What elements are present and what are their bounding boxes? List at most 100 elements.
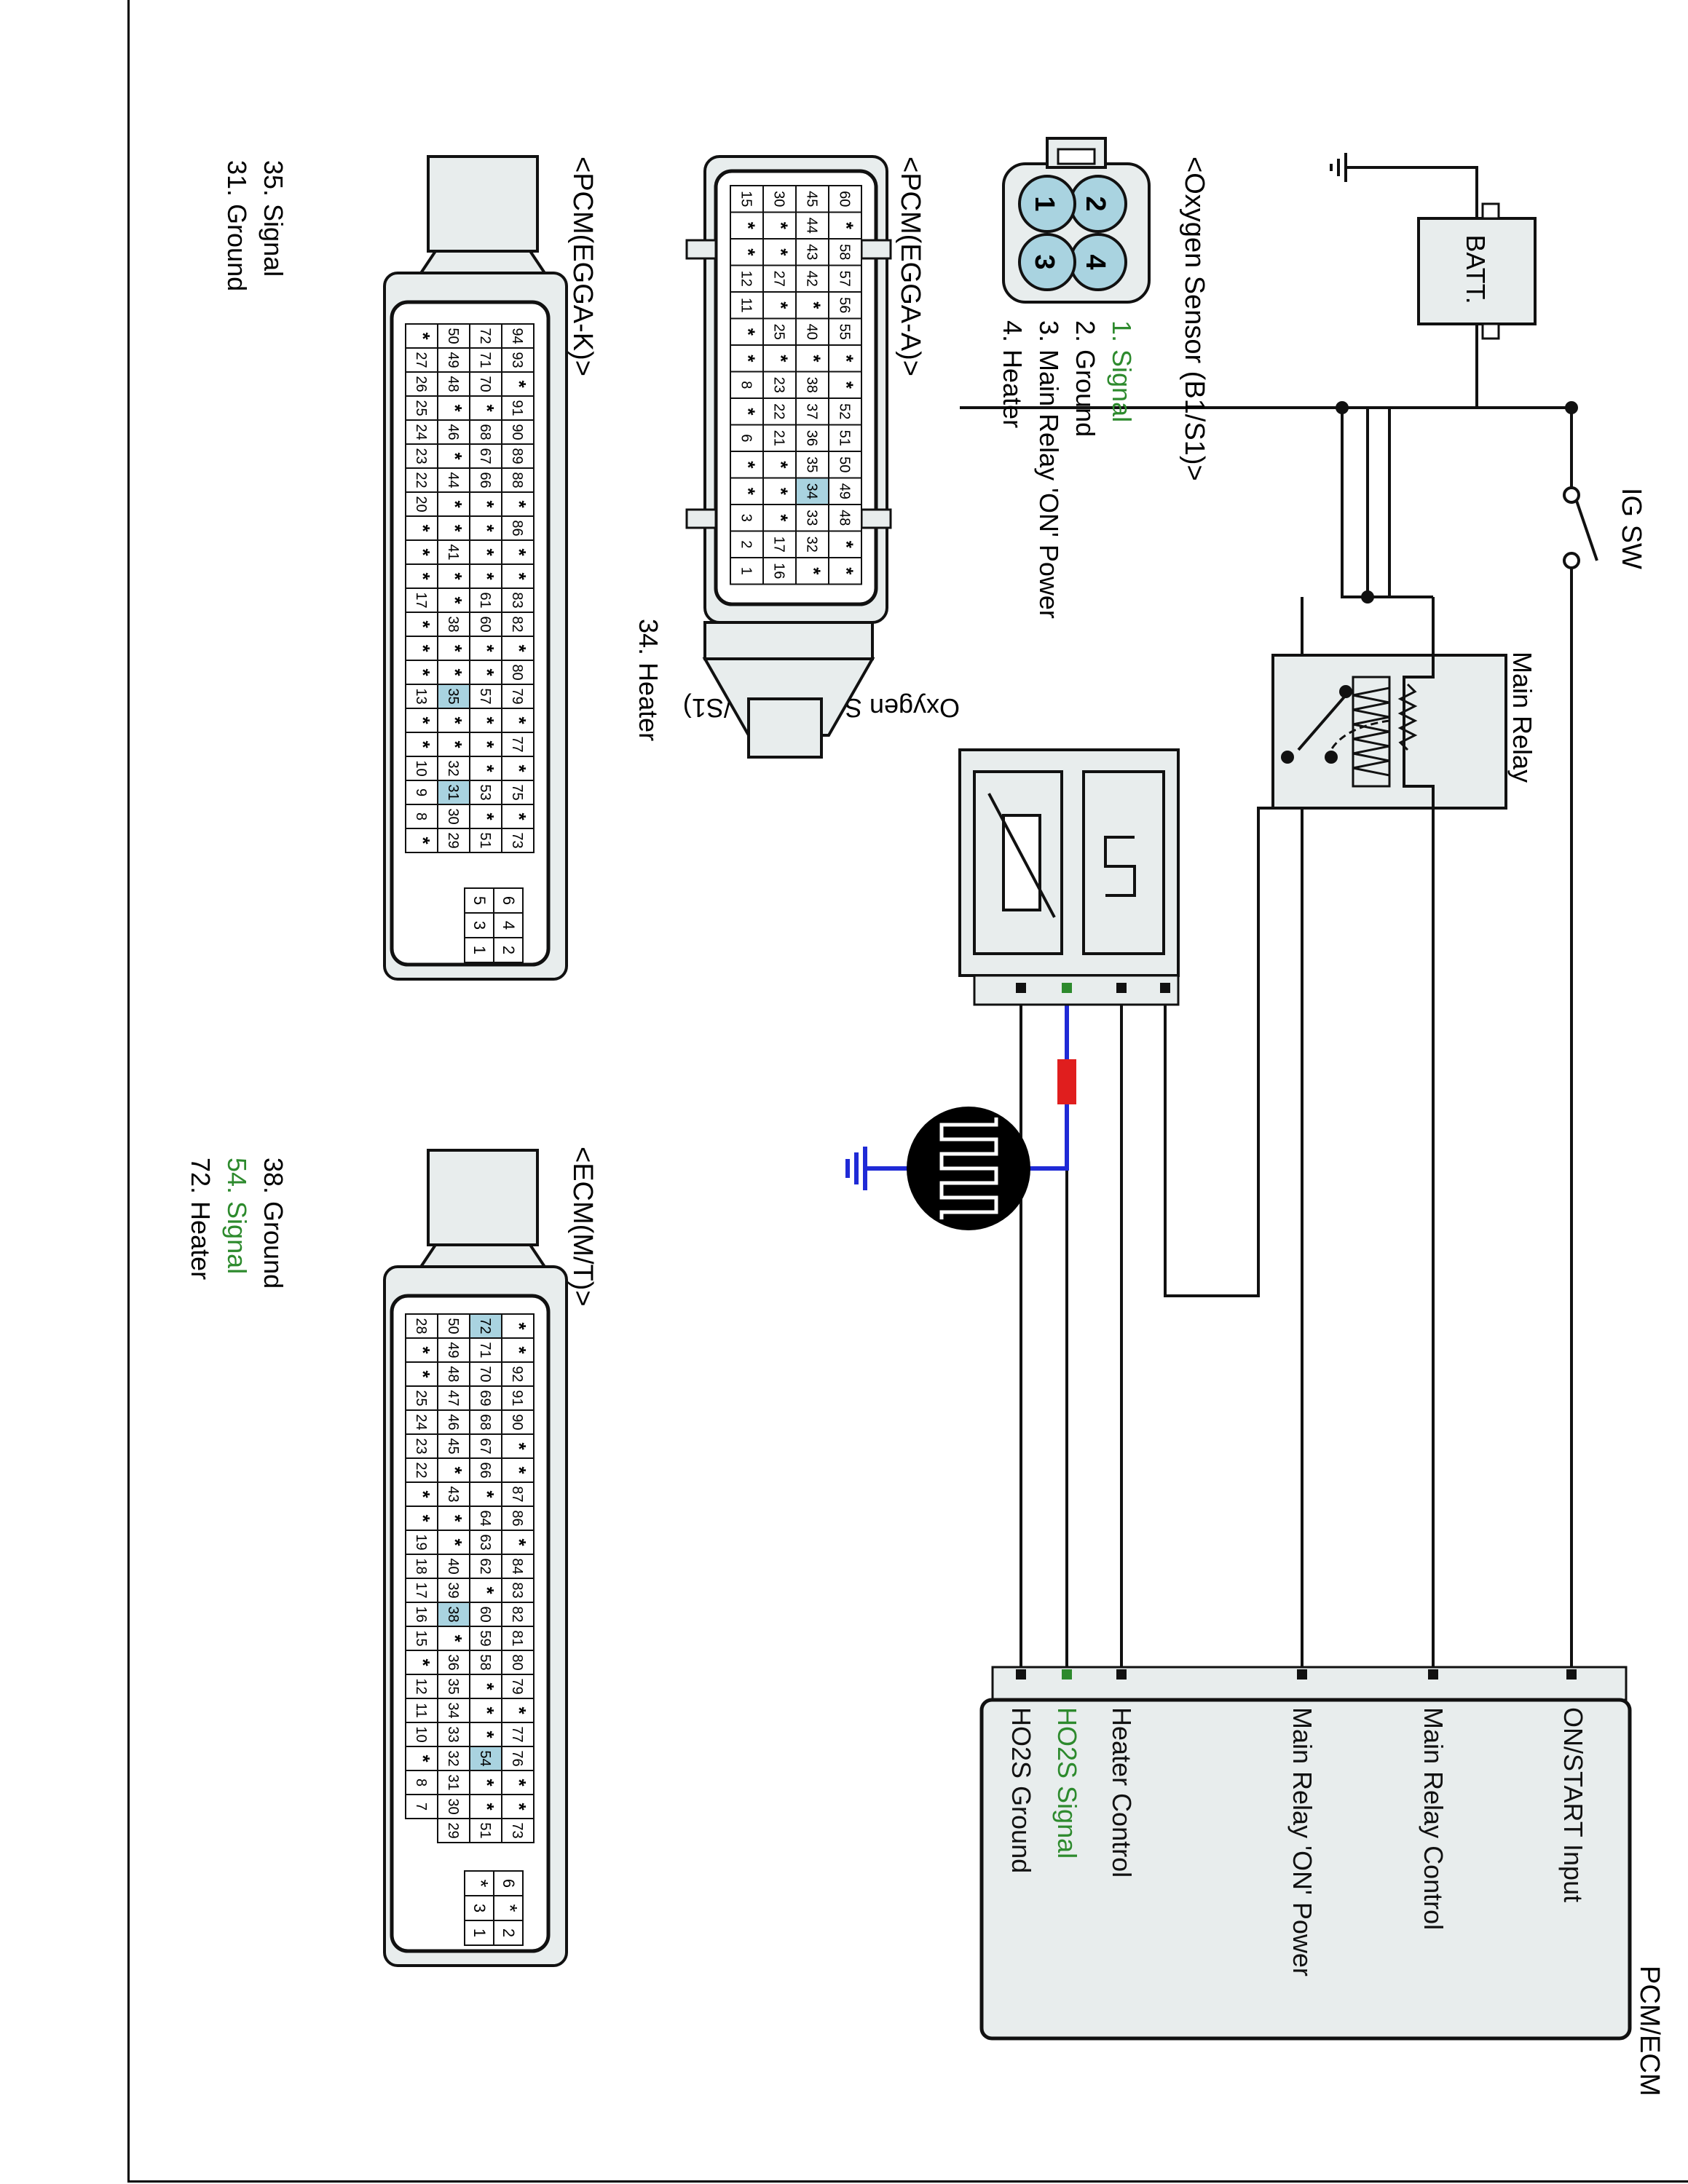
pin-label: * <box>508 716 530 724</box>
pin-label: 63 <box>477 1534 493 1550</box>
pcm-a-legend: 34. Heater <box>634 619 663 741</box>
pin-label: 2 <box>500 1928 518 1937</box>
pin-label: 71 <box>477 352 493 368</box>
pin-label: 67 <box>477 448 493 464</box>
pin-label: 12 <box>413 1678 429 1694</box>
pin-label: * <box>738 248 760 256</box>
pin-label: * <box>508 812 530 820</box>
pin-label: 83 <box>509 592 525 608</box>
pin-label: 91 <box>509 400 525 416</box>
pin-label: 22 <box>771 403 787 419</box>
pin-label: * <box>444 1514 466 1522</box>
pin-label: 24 <box>413 1414 429 1430</box>
pin-label: * <box>508 1779 530 1787</box>
pin-label: * <box>738 328 760 336</box>
pin-label: 26 <box>413 376 429 392</box>
pin-label: 68 <box>477 424 493 440</box>
pcm-k-legend-2: 31. Ground <box>222 160 252 291</box>
junction-dots <box>1336 401 1578 604</box>
pcm-ecm-box: PCM/ECM ON/START Input Main Relay Contro… <box>979 1666 1665 2096</box>
pin-label: 57 <box>837 271 853 287</box>
pin-label: * <box>476 1682 498 1690</box>
pin-label: 59 <box>477 1630 493 1646</box>
pin-label: 25 <box>413 400 429 416</box>
pin-label: 35 <box>804 456 820 472</box>
pin-label: 54 <box>477 1750 493 1766</box>
pin-label: * <box>476 716 498 724</box>
pin-label: 27 <box>413 352 429 368</box>
pin-label: 36 <box>445 1654 461 1670</box>
pin-label: 51 <box>477 832 493 848</box>
pin-label: 7 <box>413 1803 429 1811</box>
pin-label: 79 <box>509 1678 525 1694</box>
pin-label: 73 <box>509 1822 525 1838</box>
pin-cell <box>405 828 438 853</box>
ig-switch-label: IG SW <box>1616 488 1646 569</box>
pin-label: 69 <box>477 1390 493 1406</box>
pcm-terminal-ho2s-signal: HO2S Signal <box>1052 1707 1082 1859</box>
pin-label: 90 <box>509 1414 525 1430</box>
pin-label: * <box>508 380 530 388</box>
pin-label: 9 <box>413 788 429 796</box>
pin-label: 32 <box>445 1750 461 1766</box>
pin-label: * <box>770 355 792 363</box>
sensor-legend-3: 3. Main Relay 'ON' Power <box>1034 320 1064 619</box>
pin-label: * <box>412 740 434 748</box>
pin-label: 17 <box>771 537 787 553</box>
pin-label: 31 <box>445 784 461 800</box>
pin-label: 34 <box>445 1702 461 1718</box>
shield-sensor-icon <box>907 1107 1030 1230</box>
pcm-a-title: <PCM(EGGA-A)> <box>895 157 926 376</box>
pin-label: 51 <box>837 430 853 446</box>
pin-label: 5 <box>470 896 489 905</box>
battery-label: BATT. <box>1461 234 1491 304</box>
pin-label: 37 <box>804 403 820 419</box>
sensor-pin-3: 3 <box>1029 254 1060 269</box>
ecm-legend-3: 72. Heater <box>186 1158 216 1280</box>
pin-label: 22 <box>413 472 429 488</box>
pin-label: 70 <box>477 376 493 392</box>
pin-label: 25 <box>771 324 787 340</box>
pin-label: * <box>476 668 498 676</box>
pin-label: 75 <box>509 784 525 800</box>
pin-label: * <box>508 1466 530 1474</box>
pin-label: 24 <box>413 424 429 440</box>
pin-label: * <box>412 1490 434 1498</box>
pin-label: 72 <box>477 328 493 344</box>
pcm-egga-a-connector: <PCM(EGGA-A)> 34. Heater 60*58575655**52… <box>634 155 926 759</box>
pin-label: * <box>836 541 858 549</box>
pin-label: * <box>508 644 530 652</box>
pin-label: * <box>508 764 530 772</box>
pin-label: 20 <box>413 496 429 512</box>
pin-label: 90 <box>509 424 525 440</box>
wire-battery-ground <box>1346 166 1478 218</box>
pin-label: 30 <box>771 191 787 207</box>
pin-label: 36 <box>804 430 820 446</box>
pcm-terminal-on-start: ON/START Input <box>1558 1707 1588 1902</box>
pin-label: 92 <box>509 1366 525 1382</box>
pin-label: 6 <box>738 434 754 442</box>
pin-label: * <box>499 1904 521 1912</box>
pin-label: * <box>412 572 434 580</box>
pin-label: 32 <box>804 537 820 553</box>
pin-label: 57 <box>477 688 493 704</box>
pin-label: * <box>412 644 434 652</box>
pin-label: 44 <box>445 472 461 488</box>
pin-label: 25 <box>413 1390 429 1406</box>
sensor-legend-1: 1. Signal <box>1107 320 1137 422</box>
pcm-ecm-title: PCM/ECM <box>1634 1966 1665 2096</box>
pin-label: * <box>476 572 498 580</box>
ig-switch-icon: IG SW <box>1563 486 1646 569</box>
pin-label: 23 <box>413 448 429 464</box>
pin-label: 66 <box>477 1462 493 1478</box>
pin-label: 32 <box>445 760 461 776</box>
pin-label: 40 <box>804 324 820 340</box>
pin-label: * <box>738 488 760 496</box>
pin-label: 16 <box>413 1606 429 1622</box>
pin-label: 4 <box>500 921 518 930</box>
pin-label: * <box>476 644 498 652</box>
pin-label: * <box>738 222 760 230</box>
ecm-pin-grid: **929190**8786*848382818079*7776**737271… <box>405 1313 535 1946</box>
pin-label: 80 <box>509 1654 525 1670</box>
pin-label: 58 <box>477 1654 493 1670</box>
